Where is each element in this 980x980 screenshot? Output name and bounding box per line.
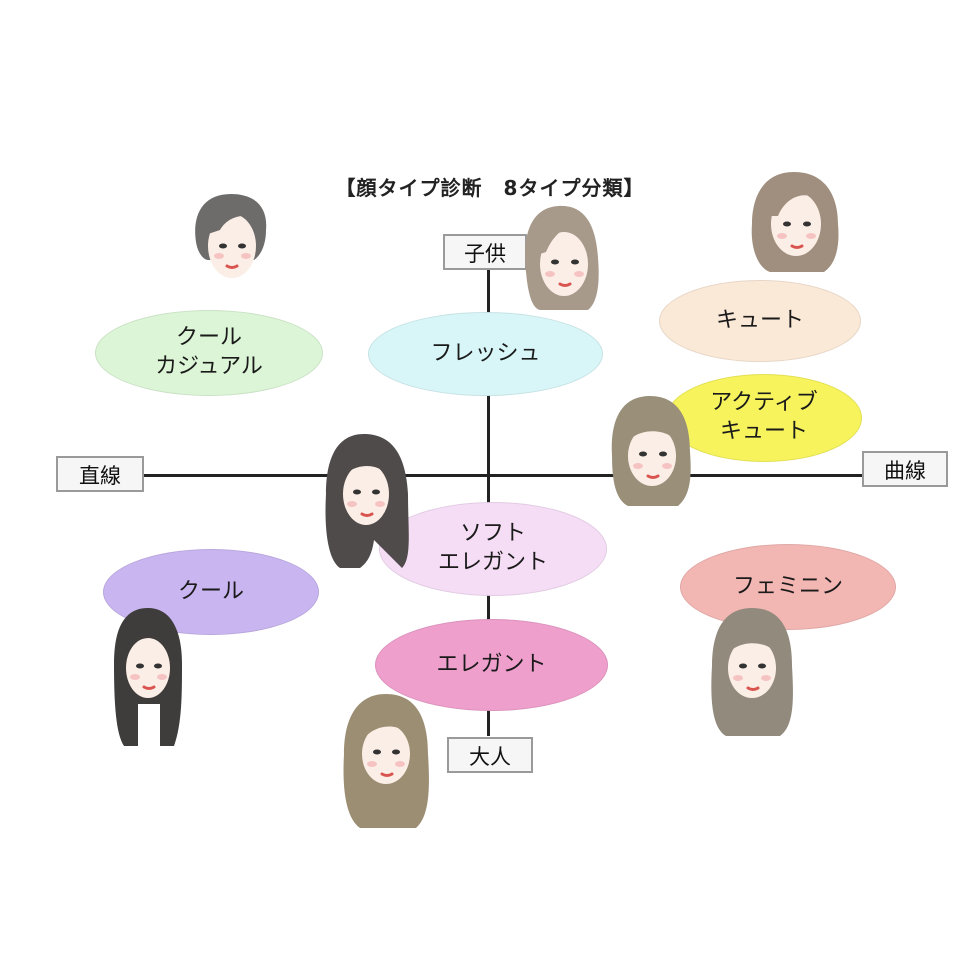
type-label-cool-casual: クール カジュアル	[155, 325, 263, 379]
type-ellipse-elegant: エレガント	[375, 619, 608, 711]
straight-long-hair-woman-illustration	[108, 604, 188, 750]
axis-label-right: 曲線	[862, 451, 948, 487]
long-dark-hair-woman-illustration	[318, 430, 414, 572]
long-wavy-woman-illustration	[338, 690, 434, 832]
type-label-fresh: フレッシュ	[430, 340, 541, 366]
horizontal-axis-line	[143, 474, 865, 477]
axis-label-top: 子供	[443, 234, 527, 270]
axis-label-left: 直線	[56, 456, 144, 492]
type-ellipse-soft-elegant: ソフト エレガント	[379, 502, 607, 596]
type-ellipse-cool-casual: クール カジュアル	[95, 310, 323, 396]
type-label-cool: クール	[177, 578, 244, 604]
axis-label-bottom: 大人	[447, 737, 533, 773]
bangs-bob-woman-illustration	[606, 392, 696, 510]
diagram-title: 【顔タイプ診断 8タイプ分類】	[335, 176, 645, 200]
bob-hair-woman-illustration	[518, 202, 604, 314]
type-label-active-cute: アクティブ キュート	[710, 390, 818, 444]
type-label-feminine: フェミニン	[732, 573, 843, 599]
medium-wavy-woman-illustration	[706, 604, 798, 740]
type-label-soft-elegant: ソフト エレガント	[437, 521, 548, 575]
type-label-cute: キュート	[715, 307, 804, 333]
type-ellipse-cute: キュート	[659, 280, 861, 362]
type-ellipse-feminine: フェミニン	[680, 544, 896, 630]
wavy-bob-woman-illustration	[746, 168, 844, 276]
type-label-elegant: エレガント	[436, 651, 547, 677]
type-ellipse-active-cute: アクティブ キュート	[666, 374, 862, 462]
short-hair-woman-illustration	[190, 190, 272, 294]
type-ellipse-fresh: フレッシュ	[368, 312, 603, 396]
